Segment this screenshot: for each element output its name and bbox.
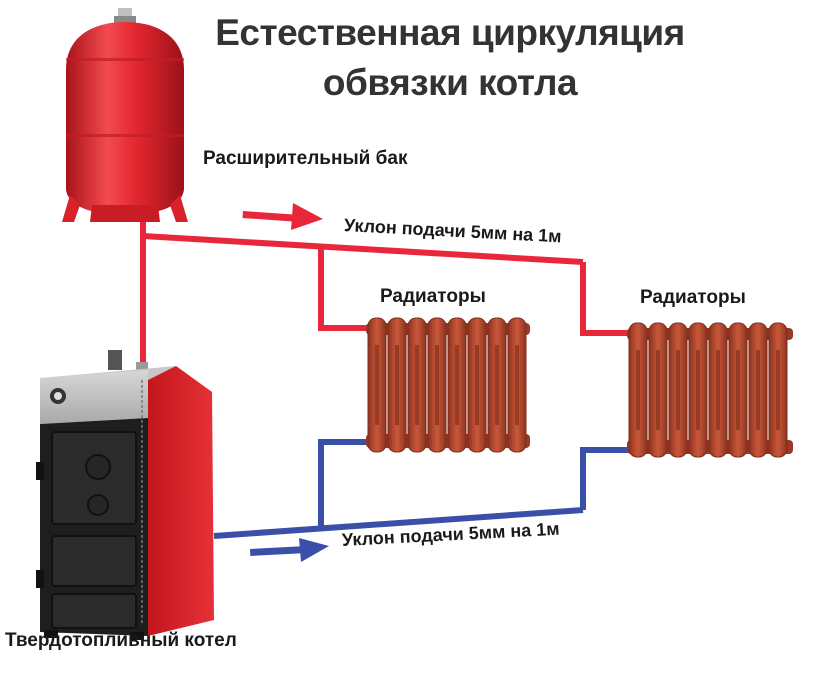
supply-pipe (140, 215, 629, 365)
solid-fuel-boiler (36, 350, 214, 640)
radiator-right (627, 322, 793, 458)
radiator-left (366, 317, 530, 453)
return-arrow (250, 538, 329, 562)
diagram-title: Естественная циркуляция обвязки котла (190, 8, 710, 108)
radiators-right-label: Радиаторы (640, 287, 746, 308)
title-line-2: обвязки котла (322, 62, 578, 103)
title-line-1: Естественная циркуляция (215, 12, 685, 53)
boiler-label: Твердотопливный котел (5, 630, 237, 651)
supply-arrow (242, 203, 323, 230)
radiators-left-label: Радиаторы (380, 286, 486, 307)
expansion-tank-label: Расширительный бак (203, 148, 408, 169)
expansion-tank (62, 8, 188, 222)
return-pipe (213, 439, 629, 539)
